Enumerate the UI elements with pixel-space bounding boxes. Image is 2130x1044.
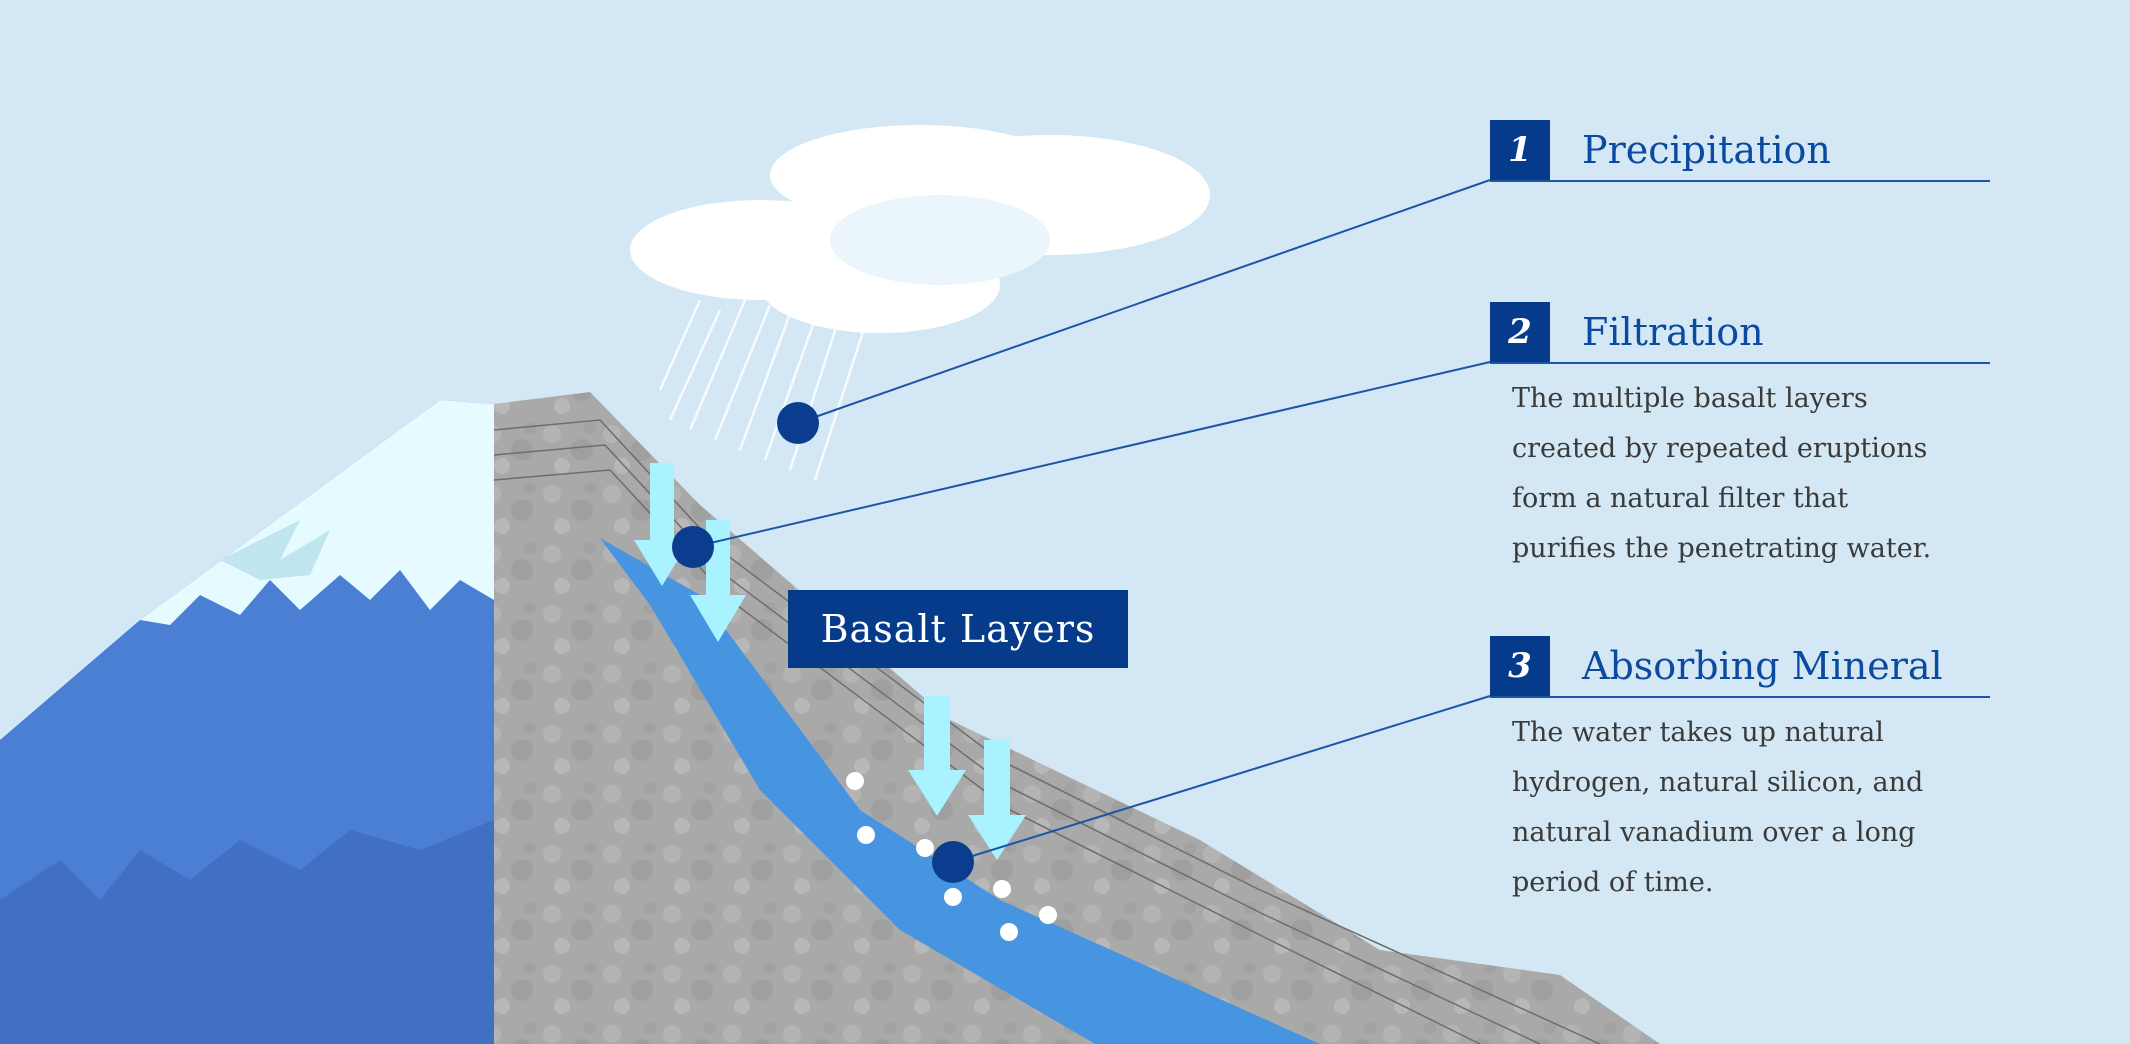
step-1-number: 1 (1490, 120, 1550, 180)
step-1-header: 1 Precipitation (1490, 120, 1990, 182)
step-3-description-line: The water takes up natural (1512, 717, 1884, 748)
step-2-description-line: The multiple basalt layers (1512, 383, 1868, 414)
basalt-layer-line (493, 444, 1541, 1044)
step-2-description-line: created by repeated eruptions (1512, 433, 1928, 464)
step-2-description: The multiple basalt layers created by re… (1512, 374, 1982, 574)
water-flow (600, 538, 1320, 1044)
step-3-description-line: hydrogen, natural silicon, and (1512, 767, 1924, 798)
step-1-title: Precipitation (1582, 128, 1831, 172)
step-2-number: 2 (1490, 302, 1550, 362)
leader-lines (692, 179, 1491, 863)
mountain-outer (0, 400, 494, 1044)
step-3-description-line: natural vanadium over a long (1512, 817, 1916, 848)
step-3-title: Absorbing Mineral (1582, 644, 1943, 688)
step-2-header: 2 Filtration (1490, 302, 1990, 364)
basalt-layer-line (493, 469, 1481, 1044)
basalt-layers-label: Basalt Layers (788, 590, 1128, 668)
step-3-header: 3 Absorbing Mineral (1490, 636, 1990, 698)
cloud (630, 125, 1210, 333)
step-3-number: 3 (1490, 636, 1550, 696)
mineral-bubbles (846, 772, 1057, 941)
step-3-description-line: period of time. (1512, 867, 1714, 898)
step-2-title: Filtration (1582, 310, 1764, 354)
callout-marker (672, 402, 974, 883)
step-3-description: The water takes up natural hydrogen, nat… (1512, 708, 1982, 908)
step-2-description-line: purifies the penetrating water. (1512, 533, 1932, 564)
step-2-description-line: form a natural filter that (1512, 483, 1849, 514)
